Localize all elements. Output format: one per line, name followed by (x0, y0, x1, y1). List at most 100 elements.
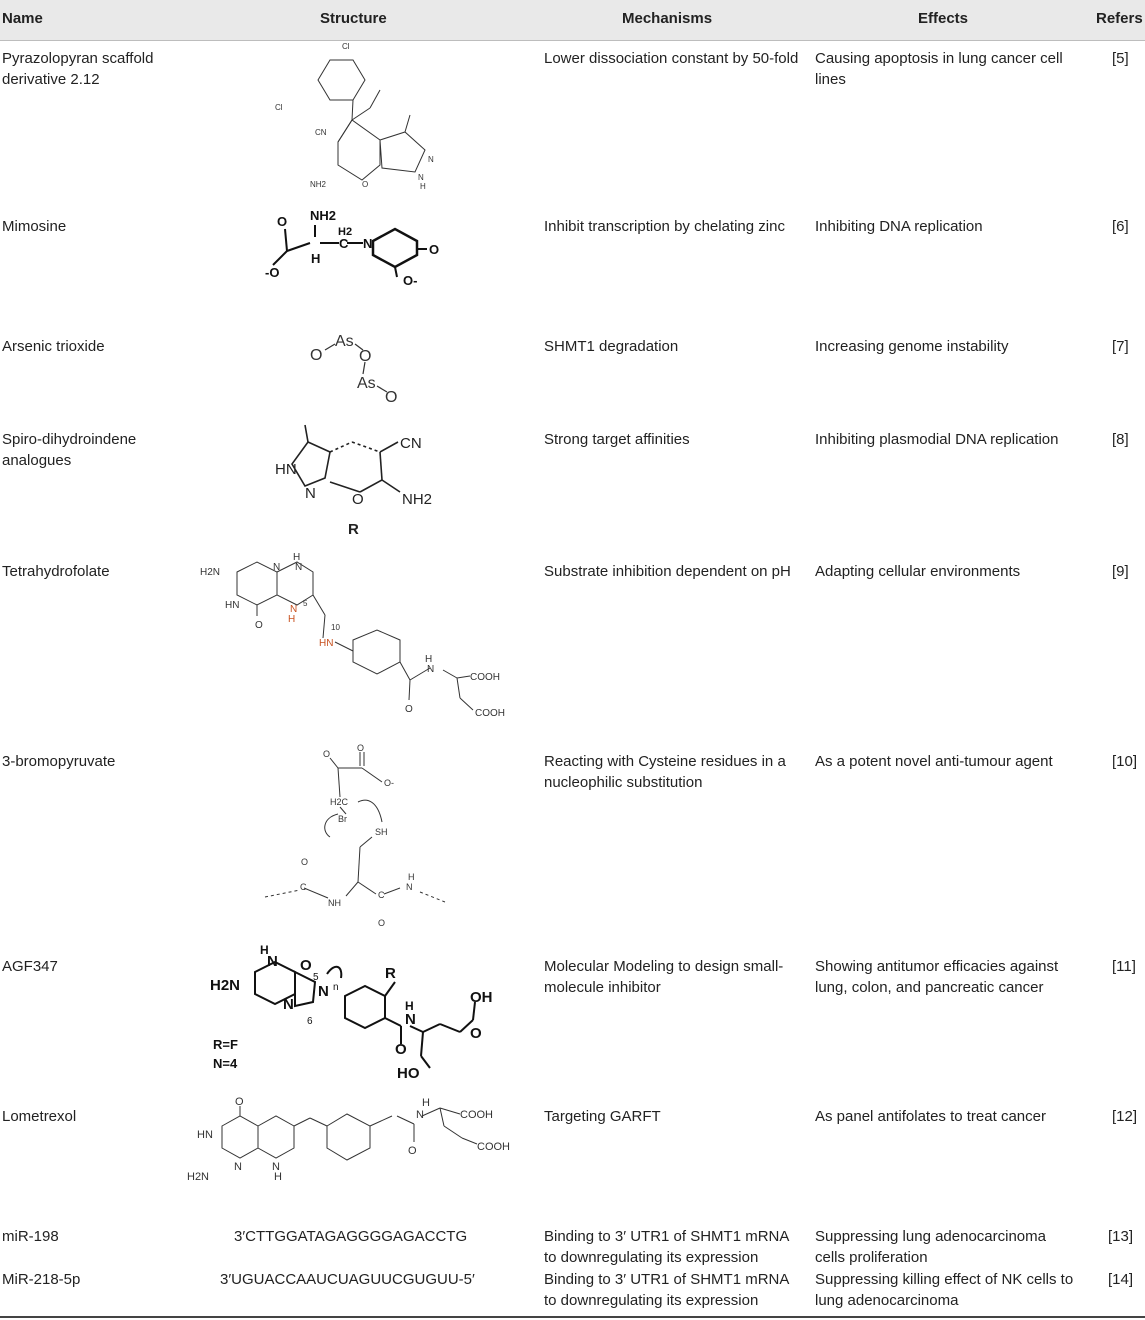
row-mechanism: Binding to 3′ UTR1 of SHMT1 mRNA to down… (544, 1271, 789, 1309)
table-bottom-rule (0, 1316, 1145, 1318)
nh2-label: NH2 (310, 208, 336, 223)
nh2-label: NH2 (402, 491, 432, 508)
row-ref: [7] (1112, 338, 1129, 355)
pyrazolopyran-structure: Cl Cl CN NH2 O N N H (270, 40, 450, 190)
row-name: Lometrexol (2, 1108, 77, 1125)
row-effect: Inhibiting plasmodial DNA replication (815, 431, 1059, 448)
h-label: H (405, 999, 414, 1013)
o-label: O (235, 1096, 244, 1108)
h2n-label: H2N (210, 977, 240, 994)
n5-label: N (290, 604, 297, 615)
n-label: N (406, 882, 413, 892)
o-label: O (310, 347, 322, 364)
position-5-label: 5 (303, 599, 308, 608)
row-ref: [6] (1112, 218, 1129, 235)
row-effect: Increasing genome instability (815, 338, 1009, 355)
n-label: N (363, 236, 372, 251)
row-mechanism: Lower dissociation constant by 50-fold (544, 50, 799, 67)
row-effect: As panel antifolates to treat cancer (815, 1108, 1046, 1125)
row-effect: As a potent novel anti-tumour agent (815, 753, 1053, 770)
cl-label: Cl (275, 103, 283, 112)
row-ref: [8] (1112, 431, 1129, 448)
o-minus-label: O- (403, 273, 417, 285)
row-effect: Showing antitumor efficacies against lun… (815, 958, 1059, 996)
o-label: O (405, 704, 413, 715)
row-name: Mimosine (2, 218, 67, 235)
h2n-label: H2N (187, 1171, 209, 1183)
row-name: miR-198 (2, 1228, 59, 1245)
hn-label: HN (275, 461, 297, 478)
row-mechanism: Molecular Modeling to design small-molec… (544, 958, 784, 996)
row-name: Tetrahydrofolate (2, 563, 110, 580)
n-label: N (273, 562, 280, 573)
h-label: H (420, 182, 426, 190)
row-mechanism: SHMT1 degradation (544, 338, 679, 355)
o-label: O (408, 1145, 417, 1157)
lometrexol-structure: O HN H2N N N H H N COOH O COOH (182, 1096, 527, 1196)
sequence: 3′CTTGGATAGAGGGGAGACCTG (234, 1228, 468, 1245)
o-label: O (277, 214, 287, 229)
h2c-label: H2C (330, 797, 349, 807)
row-mechanism: Targeting GARFT (544, 1108, 661, 1125)
n-label: N (234, 1161, 242, 1173)
n-label: N (318, 983, 329, 1000)
n-label: N (305, 485, 316, 502)
row-ref: [11] (1112, 958, 1136, 975)
spiro-dihydroindene-structure: CN HN N O NH2 R (270, 420, 440, 542)
hn-label: HN (225, 600, 239, 611)
sh-label: SH (375, 827, 388, 837)
row-name: Pyrazolopyran scaffold derivative 2.12 (2, 50, 154, 88)
hn10-label: HN (319, 638, 333, 649)
row-ref: [10] (1112, 753, 1138, 770)
h-label: H (274, 1171, 282, 1183)
r-label: R (385, 965, 396, 982)
ho-label: HO (397, 1065, 420, 1082)
cn-label: CN (315, 128, 327, 137)
cooh-label: COOH (477, 1141, 510, 1153)
row-ref: [12] (1112, 1108, 1138, 1125)
nh-label: N (418, 173, 424, 182)
n-label: N (427, 664, 434, 675)
arsenic-trioxide-structure: As O O As O (305, 328, 405, 406)
n-label: N (267, 953, 278, 970)
row-name: Arsenic trioxide (2, 338, 105, 355)
o-label: O (357, 743, 364, 753)
o-minus-label: -O (265, 265, 279, 280)
n-label: N (416, 1109, 424, 1121)
row-ref: [14] (1108, 1271, 1134, 1288)
row-ref: [9] (1112, 563, 1129, 580)
o-minus-label: O- (384, 778, 394, 788)
cooh-label: COOH (475, 708, 505, 719)
o-label: O (301, 857, 308, 867)
tetrahydrofolate-structure: H2N N H N HN O N H 5 10 HN H N COOH O CO… (195, 550, 520, 725)
nh-label: N (272, 1161, 280, 1173)
as-label: As (335, 333, 354, 350)
o-label: O (395, 1041, 407, 1058)
table-header: Name Structure Mechanisms Effects Refers (0, 0, 1145, 41)
cn-label: CN (400, 435, 422, 452)
h-label: H (422, 1097, 430, 1109)
row-mechanism: Substrate inhibition dependent on pH (544, 563, 791, 580)
position-10-label: 10 (331, 623, 340, 632)
n-equals-4-label: N=4 (213, 1056, 238, 1071)
oh-label: OH (470, 989, 493, 1006)
position-6-label: 6 (307, 1016, 313, 1027)
n-subscript-label: n (333, 982, 339, 993)
n-label: N (295, 562, 302, 573)
header-refers: Refers (1096, 10, 1143, 27)
row-effect: Suppressing killing effect of NK cells t… (815, 1271, 1074, 1309)
h-label: H (293, 552, 300, 563)
nh2-label: NH2 (310, 180, 327, 189)
c-label: C (300, 882, 307, 892)
row-name: Spiro-dihydroindene analogues (2, 431, 137, 469)
br-label: Br (338, 814, 347, 824)
n-label: N (405, 1011, 416, 1028)
row-name: MiR-218-5p (2, 1271, 81, 1288)
row-name: 3-bromopyruvate (2, 753, 116, 770)
row-name: AGF347 (2, 958, 58, 975)
header-name: Name (2, 10, 43, 27)
h-label: H (311, 251, 320, 266)
o-label: O (429, 242, 439, 257)
mimosine-structure: O NH2 H2 C H N O -O O- (255, 205, 455, 285)
o-label: O (362, 180, 368, 189)
